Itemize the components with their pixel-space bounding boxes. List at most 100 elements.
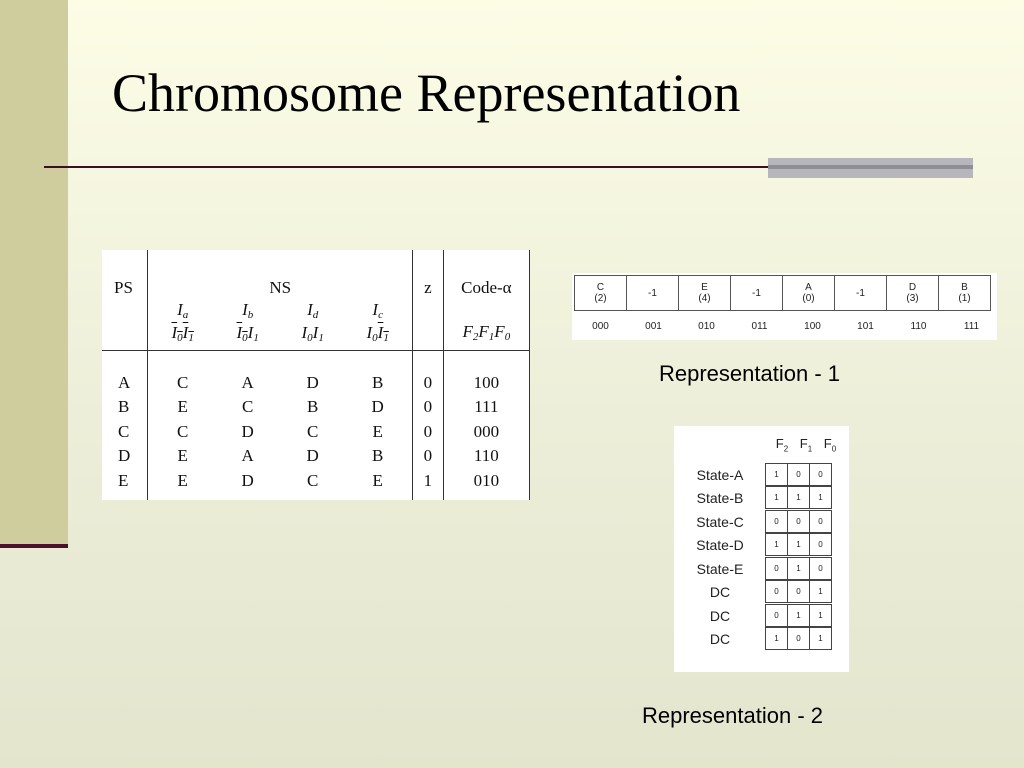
rep2-state-label: State-A	[696, 466, 744, 483]
rep2-state-label: DC	[709, 607, 731, 624]
ns-header: NS	[269, 278, 292, 297]
rep1-cell: C(2)	[574, 275, 627, 311]
rep2-bit: 1	[787, 603, 810, 627]
input-label-a: Ia	[177, 300, 189, 321]
title-underline	[44, 166, 769, 168]
address-label: 101	[857, 321, 874, 332]
rep2-state-label: State-D	[696, 536, 744, 553]
z-header: z	[412, 250, 444, 351]
address-label: 001	[645, 321, 662, 332]
rep2-state-label: State-E	[696, 560, 744, 577]
rep2-bit: 1	[787, 532, 810, 556]
rep2-bit: 0	[787, 626, 810, 650]
side-decoration-line	[0, 544, 68, 548]
side-decoration-bar	[0, 0, 68, 545]
representation-1-table: C(2) -1 E(4) -1 A(0) -1 D(3) B(1)	[574, 275, 991, 311]
rep2-header-cell: F1	[799, 436, 813, 454]
z-cell: 0	[423, 446, 433, 465]
z-cell: 0	[423, 397, 433, 416]
address-label: 000	[592, 321, 609, 332]
rep2-bit: 1	[809, 485, 832, 509]
code-cell: 000	[473, 421, 500, 441]
input-code-4: I0I1	[366, 323, 389, 344]
rep2-bit: 0	[765, 556, 788, 580]
input-code-2: I0I1	[236, 323, 259, 344]
rep2-bit: 0	[809, 462, 832, 486]
state-table-image: PS NS Ia Ib Id Ic I0I1 I0I1 I0I1 I0I1 z …	[102, 250, 531, 500]
rep1-cell: E(4)	[678, 275, 731, 311]
rep2-bit: 1	[809, 626, 832, 650]
z-column: 0 0 0 0 1	[412, 350, 444, 500]
rep1-cell: -1	[626, 275, 679, 311]
ps-cell: E	[118, 470, 129, 490]
ps-header: PS	[102, 250, 149, 351]
code-header-cell: Code-α F2F1F0	[443, 250, 531, 351]
rep2-state-label: DC	[709, 630, 731, 647]
title-accent-stripe	[768, 165, 973, 169]
rep1-cell: -1	[834, 275, 887, 311]
rep2-bit: 0	[809, 556, 832, 580]
address-label: 110	[910, 321, 927, 332]
rep2-bit: 0	[787, 462, 810, 486]
ps-column: A B C D E	[102, 350, 149, 500]
address-label: 010	[698, 321, 715, 332]
rep1-cell: -1	[730, 275, 783, 311]
representation-1-image: C(2) -1 E(4) -1 A(0) -1 D(3) B(1) 000 00…	[572, 273, 997, 340]
input-label-c: Ic	[372, 300, 383, 321]
code-cell: 010	[473, 470, 500, 490]
rep2-bit: 0	[809, 509, 832, 533]
representation-1-caption: Representation - 1	[659, 361, 840, 386]
rep2-bit: 1	[787, 485, 810, 509]
rep2-bit: 0	[765, 579, 788, 603]
rep2-state-label: DC	[709, 583, 731, 600]
code-cell: 110	[473, 446, 499, 465]
rep2-state-label: State-B	[696, 489, 744, 506]
code-bits-header: F2F1F0	[462, 322, 511, 343]
rep2-header-cell: F2	[775, 436, 789, 454]
ps-cell: C	[118, 421, 130, 441]
representation-2-caption: Representation - 2	[642, 703, 823, 728]
code-header: Code-α	[461, 278, 512, 297]
rep2-bit: 1	[809, 579, 832, 603]
code-cell: 111	[474, 397, 499, 416]
rep1-cell: D(3)	[886, 275, 939, 311]
rep2-bit: 0	[765, 603, 788, 627]
z-cell: 0	[423, 372, 433, 392]
representation-1-addresses: 000 001 010 011 100 101 110 111	[574, 321, 998, 332]
rep2-bit: 0	[787, 579, 810, 603]
input-code-1: I0I1	[171, 323, 194, 344]
z-cell: 0	[423, 421, 433, 441]
rep2-bit: 1	[809, 603, 832, 627]
rep2-bit: 0	[787, 509, 810, 533]
input-label-b: Ib	[242, 300, 254, 321]
rep2-header-cell: F0	[823, 436, 837, 454]
ps-cell: D	[118, 446, 131, 465]
address-label: 111	[963, 321, 980, 332]
state-table: PS NS Ia Ib Id Ic I0I1 I0I1 I0I1 I0I1 z …	[102, 250, 531, 500]
address-label: 011	[751, 321, 768, 332]
representation-2-header: F2 F1 F0	[770, 436, 842, 454]
ns-header-cell: NS Ia Ib Id Ic I0I1 I0I1 I0I1 I0I1	[147, 250, 414, 351]
rep2-state-label: State-C	[696, 513, 744, 530]
rep2-bit: 1	[765, 626, 788, 650]
rep2-bit: 1	[765, 485, 788, 509]
code-column: 100 111 000 110 010	[443, 350, 531, 500]
ns-input-codes: I0I1 I0I1 I0I1 I0I1	[150, 323, 410, 344]
z-cell: 1	[423, 470, 433, 490]
rep2-bit: 1	[787, 556, 810, 580]
code-cell: 100	[473, 372, 500, 392]
rep2-bit: 0	[809, 532, 832, 556]
